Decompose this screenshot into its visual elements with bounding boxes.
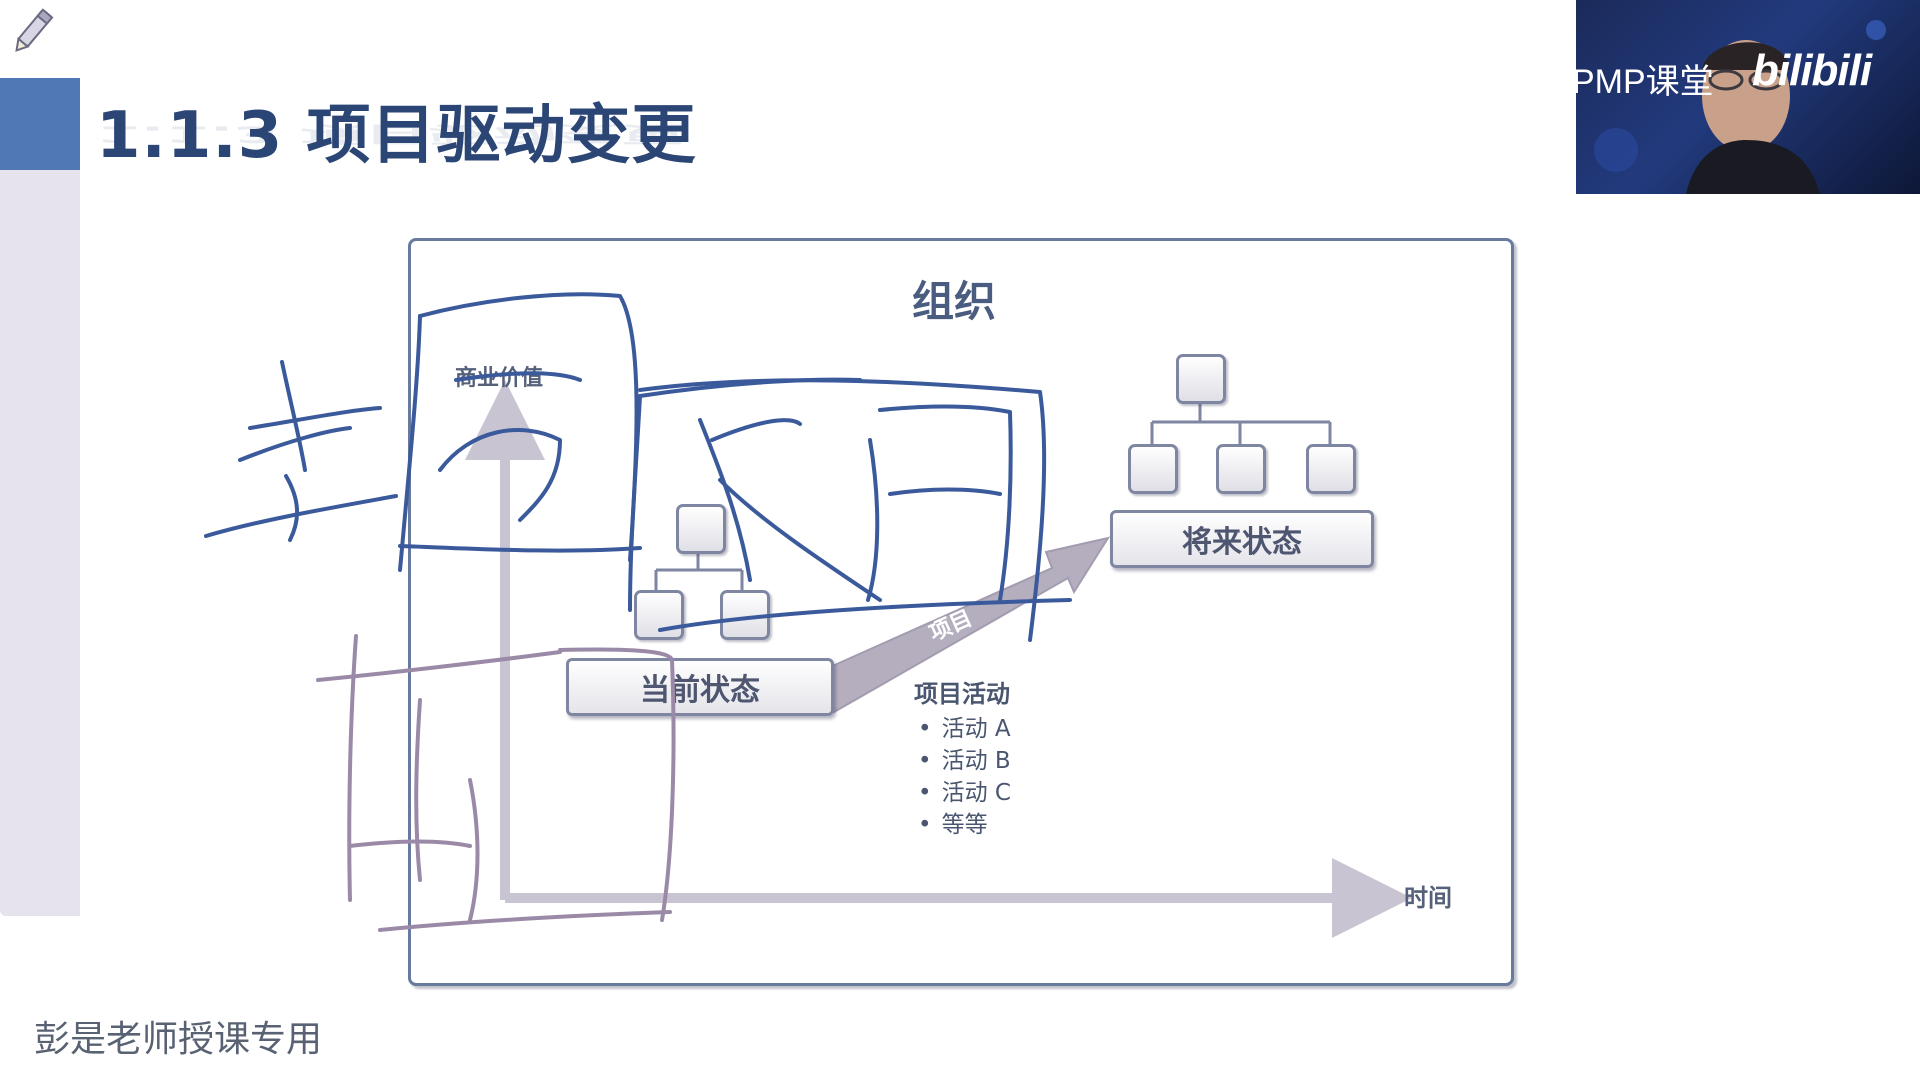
- current-state-box: 当前状态: [566, 658, 834, 716]
- slide-title: 1.1.3 项目驱动变更: [96, 99, 697, 173]
- current-org-node: [676, 504, 726, 554]
- diagram-title: 组织: [912, 277, 997, 326]
- future-org-node: [1306, 444, 1356, 494]
- channel-name: PMP课堂: [1572, 63, 1714, 101]
- side-accent-block: [0, 78, 80, 170]
- current-org-node: [720, 590, 770, 640]
- teacher-watermark: 彭是老师授课专用: [34, 1019, 323, 1060]
- x-axis-label: 时间: [1404, 884, 1452, 912]
- future-org-node: [1176, 354, 1226, 404]
- activity-item: 等等: [914, 809, 1011, 841]
- future-org-node: [1216, 444, 1266, 494]
- presenter-avatar: [1594, 20, 1886, 194]
- side-decor-bar: [0, 78, 80, 916]
- future-state-box: 将来状态: [1110, 510, 1374, 568]
- bilibili-logo: bilibili: [1752, 46, 1872, 95]
- pencil-icon[interactable]: [6, 6, 58, 58]
- activities-heading: 项目活动: [914, 680, 1010, 708]
- slide-title-reflection: 1.1.3 项目驱动变更: [96, 120, 685, 147]
- project-activities: 项目活动 活动 A 活动 B 活动 C 等等: [914, 674, 1011, 841]
- webcam-overlay: [1576, 0, 1920, 194]
- current-org-node: [634, 590, 684, 640]
- y-axis-label: 商业价值: [455, 366, 544, 391]
- activity-item: 活动 C: [914, 777, 1011, 809]
- activity-item: 活动 B: [914, 745, 1011, 777]
- future-org-node: [1128, 444, 1178, 494]
- activity-item: 活动 A: [914, 713, 1011, 745]
